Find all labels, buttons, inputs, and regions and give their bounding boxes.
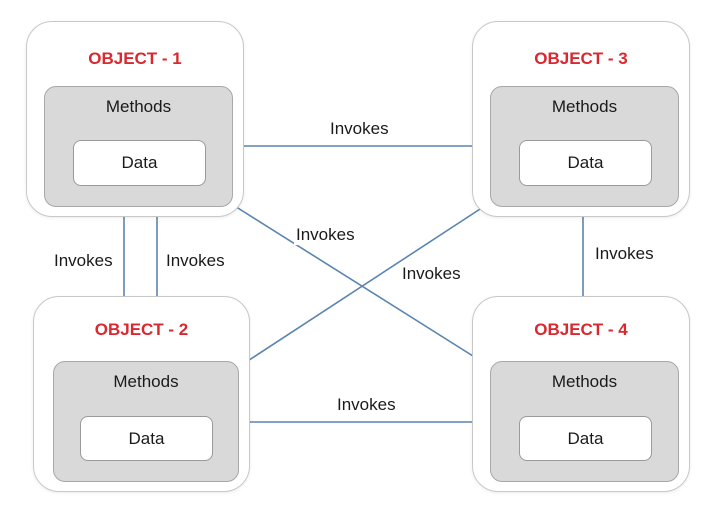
edge-label-object2-to-object1: Invokes xyxy=(52,251,115,271)
methods-box: Methods Data xyxy=(490,86,679,207)
methods-label: Methods xyxy=(551,372,618,391)
data-box: Data xyxy=(519,140,652,186)
edge-label-object3-to-object2: Invokes xyxy=(400,264,463,284)
data-box: Data xyxy=(73,140,206,186)
data-box: Data xyxy=(519,416,652,461)
object-title: OBJECT - 2 xyxy=(94,320,189,339)
edge-label-object1-to-object2: Invokes xyxy=(164,251,227,271)
object-title: OBJECT - 1 xyxy=(88,49,182,68)
object-3: OBJECT - 3 Methods Data xyxy=(472,21,690,217)
arrow-object1-to-object4 xyxy=(221,197,493,369)
methods-box: Methods Data xyxy=(53,361,239,482)
arrow-object3-to-object2 xyxy=(236,195,501,369)
object-title: OBJECT - 3 xyxy=(534,49,628,68)
edge-label-object4-to-object2: Invokes xyxy=(335,395,398,415)
methods-label: Methods xyxy=(113,372,179,391)
object-title: OBJECT - 4 xyxy=(534,320,628,339)
object-1: OBJECT - 1 Methods Data xyxy=(26,21,244,217)
object-4: OBJECT - 4 Methods Data xyxy=(472,296,690,492)
edge-label-object1-to-object3: Invokes xyxy=(328,119,391,139)
methods-label: Methods xyxy=(105,97,172,116)
data-box: Data xyxy=(80,416,213,461)
object-2: OBJECT - 2 Methods Data xyxy=(33,296,250,492)
edge-label-object3-to-object4: Invokes xyxy=(593,244,656,264)
methods-label: Methods xyxy=(551,97,618,116)
methods-box: Methods Data xyxy=(44,86,233,207)
edge-label-object1-to-object4: Invokes xyxy=(294,225,357,245)
methods-box: Methods Data xyxy=(490,361,679,482)
